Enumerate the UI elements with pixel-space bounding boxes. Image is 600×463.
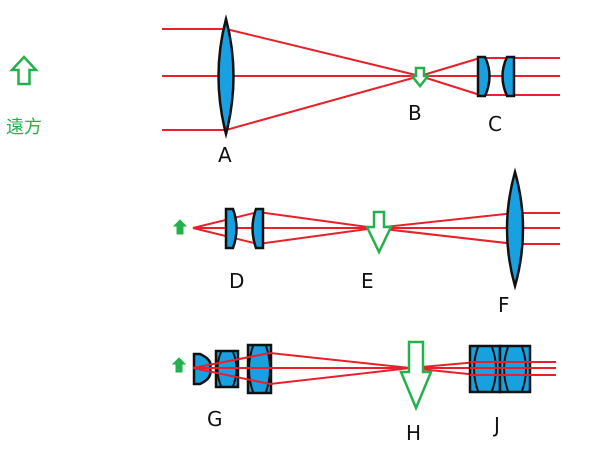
label-g: G: [207, 407, 223, 431]
label-b: B: [408, 101, 422, 125]
row-3: G H J: [171, 340, 556, 445]
image-arrow-b: [409, 66, 431, 89]
legend-label: 遠方: [6, 117, 42, 138]
row-1: A B C: [162, 14, 560, 167]
label-c: C: [488, 112, 502, 136]
lens-f: [505, 167, 525, 291]
up-arrow-icon: [9, 55, 39, 86]
legend: 遠方: [6, 55, 42, 138]
label-e: E: [361, 269, 374, 293]
label-d: D: [229, 269, 244, 293]
label-f: F: [498, 293, 510, 317]
object-arrow-g: [171, 357, 187, 373]
image-arrow-h: [399, 340, 433, 412]
image-arrow-e: [365, 210, 393, 255]
object-arrow-d: [172, 219, 188, 235]
label-j: J: [492, 413, 500, 437]
row-2: D E F: [172, 167, 560, 317]
objective-d: [224, 207, 265, 250]
eyepiece-j: [468, 344, 556, 394]
label-h: H: [406, 421, 421, 445]
eyepiece-c: [476, 55, 516, 98]
label-a: A: [218, 143, 232, 167]
lens-a: [217, 14, 235, 139]
